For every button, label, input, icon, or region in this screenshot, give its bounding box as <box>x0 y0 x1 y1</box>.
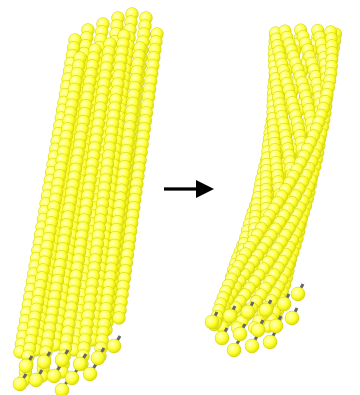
bead <box>37 355 51 369</box>
bead <box>241 305 255 319</box>
arrow-head <box>196 180 214 198</box>
bead <box>19 359 33 373</box>
bead <box>215 331 229 345</box>
bead <box>55 383 69 395</box>
bead <box>251 323 265 337</box>
bead <box>263 335 277 349</box>
bead <box>13 377 27 391</box>
bead <box>47 369 61 383</box>
bead <box>29 373 43 387</box>
bead <box>285 311 299 325</box>
straight-filament-bundle <box>13 8 163 395</box>
bead <box>83 367 97 381</box>
transition-arrow-icon <box>164 180 214 198</box>
bead <box>55 353 69 367</box>
bead <box>259 303 273 317</box>
bead <box>107 339 121 353</box>
bead <box>291 287 305 301</box>
bead <box>233 327 247 341</box>
bead <box>269 319 283 333</box>
bead <box>245 339 259 353</box>
bead <box>65 371 79 385</box>
bead <box>91 351 105 365</box>
bead <box>277 297 291 311</box>
bead <box>223 309 237 323</box>
bead <box>205 315 219 329</box>
bead <box>227 343 241 357</box>
bead <box>113 312 126 325</box>
twisted-filament-bundle <box>205 24 342 357</box>
